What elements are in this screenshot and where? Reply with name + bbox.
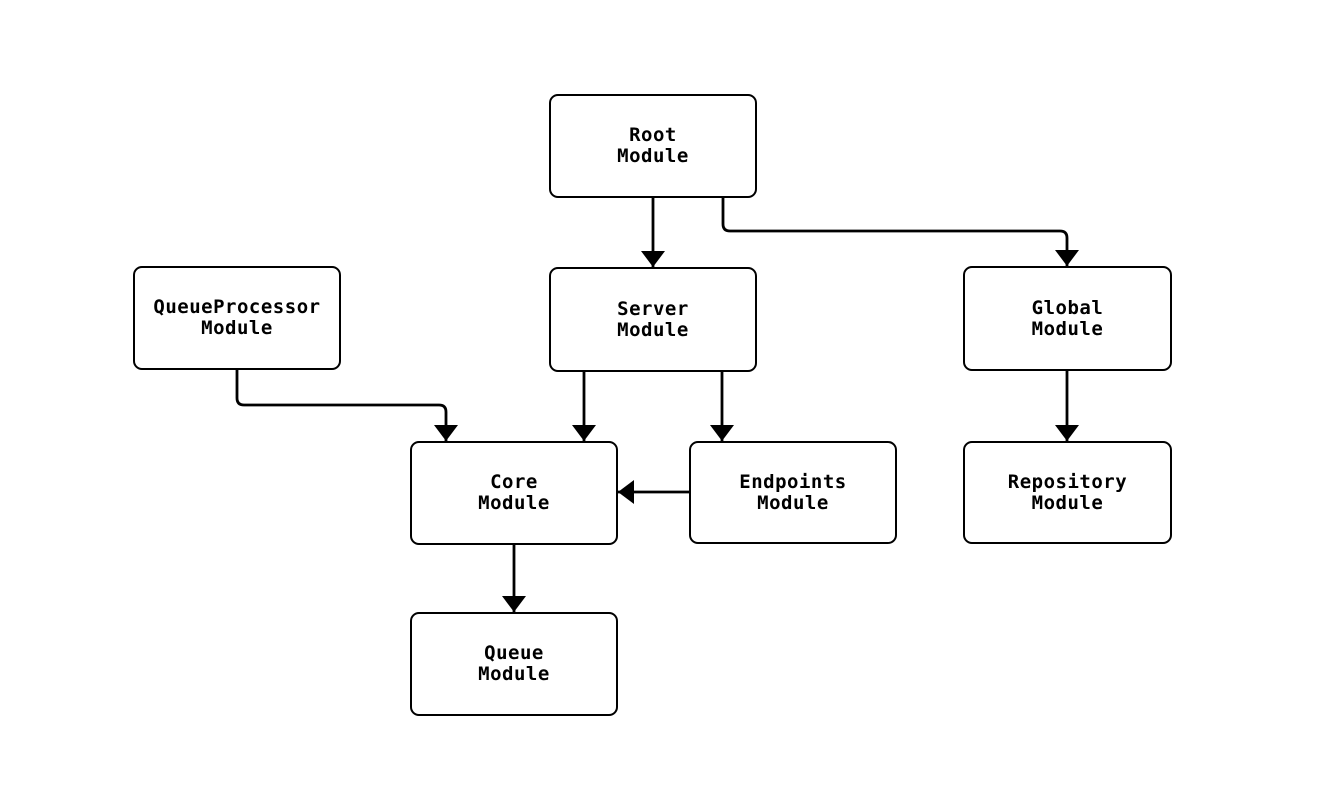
node-endpoints-module-label: Endpoints Module [739,470,847,514]
edge-queueprocessor-to-core [235,370,458,441]
node-queue-module: Queue Module [410,612,618,716]
node-queueprocessor-module: QueueProcessor Module [133,266,341,370]
node-root-module-label: Root Module [617,124,689,167]
node-endpoints-module: Endpoints Module [689,441,897,544]
node-repository-module: Repository Module [963,441,1172,544]
node-core-module-label: Core Module [478,471,550,514]
node-server-module: Server Module [549,267,757,372]
node-core-module: Core Module [410,441,618,545]
node-global-module: Global Module [963,266,1172,371]
node-server-module-label: Server Module [617,297,689,341]
node-root-module: Root Module [549,94,757,198]
edge-root-to-global [721,198,1079,266]
node-global-module-label: Global Module [1031,296,1104,340]
node-queueprocessor-module-label: QueueProcessor Module [153,296,321,339]
node-queue-module-label: Queue Module [478,642,550,685]
node-repository-module-label: Repository Module [1007,470,1128,514]
